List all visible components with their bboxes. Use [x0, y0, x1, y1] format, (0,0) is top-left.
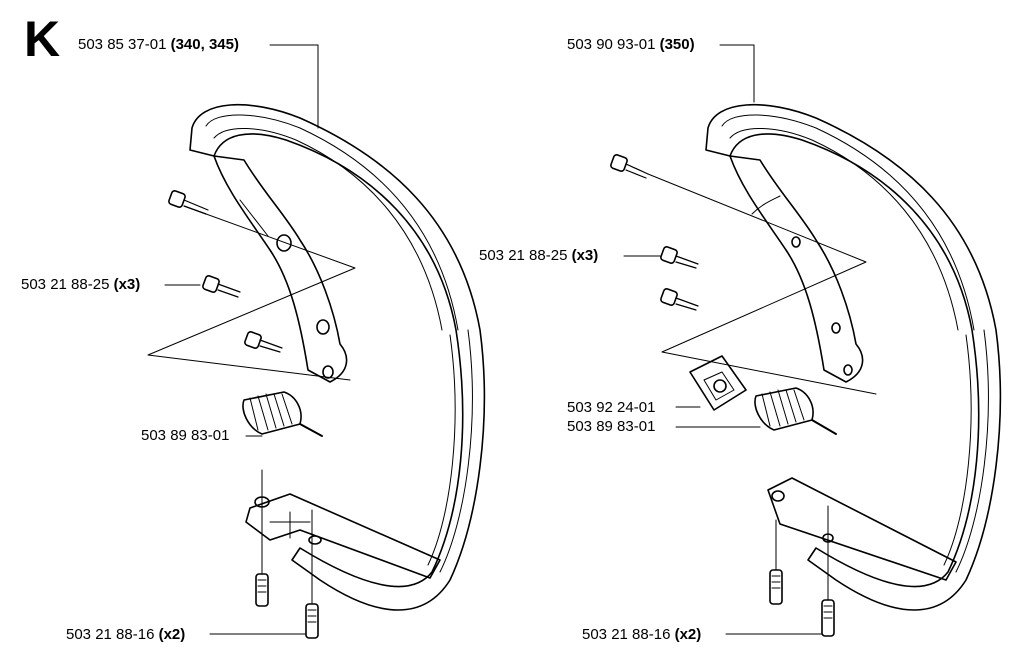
right-handle-bar [705, 103, 1002, 611]
left-screw-bottom-1 [255, 573, 269, 607]
callout-right-bracket: 503 92 24-01 [567, 399, 655, 416]
callout-right-screws-top: 503 21 88-25 (x3) [479, 247, 598, 264]
part-qualifier: (x2) [674, 626, 702, 643]
right-assembly [610, 44, 1002, 637]
right-leader-lines [623, 44, 877, 635]
callout-right-screws-bottom: 503 21 88-16 (x2) [582, 626, 701, 643]
left-screw-2 [202, 275, 241, 298]
callout-left-screws-bottom: 503 21 88-16 (x2) [66, 626, 185, 643]
part-number: 503 21 88-25 [21, 276, 110, 293]
part-qualifier: (350) [659, 36, 695, 53]
part-number: 503 89 83-01 [141, 427, 230, 444]
part-number: 503 21 88-16 [582, 626, 671, 643]
part-qualifier: (x2) [158, 626, 186, 643]
part-number: 503 85 37-01 [78, 36, 167, 53]
left-screw-bottom-2 [305, 603, 319, 639]
section-letter: K [24, 11, 61, 67]
callout-left-screws-top: 503 21 88-25 (x3) [21, 276, 140, 293]
right-screw-bottom-1 [769, 569, 783, 605]
callout-right-handle: 503 90 93-01 (350) [567, 36, 695, 53]
right-screw-2 [660, 246, 699, 269]
left-assembly [147, 44, 486, 639]
part-number: 503 92 24-01 [567, 399, 656, 416]
part-number: 503 89 83-01 [567, 418, 656, 435]
left-screw-3 [244, 331, 283, 353]
right-screw-bottom-2 [821, 599, 835, 637]
left-leader-lines [147, 44, 356, 635]
left-screw-1 [168, 190, 209, 215]
right-bracket [689, 355, 747, 411]
right-spring [754, 387, 837, 435]
callout-right-spring: 503 89 83-01 [567, 418, 655, 435]
callout-left-handle: 503 85 37-01 (340, 345) [78, 36, 239, 53]
right-screw-3 [660, 288, 699, 311]
part-number: 503 21 88-16 [66, 626, 155, 643]
right-screw-1 [610, 154, 649, 179]
left-handle-bar [189, 103, 486, 611]
part-number: 503 21 88-25 [479, 247, 568, 264]
part-qualifier: (x3) [571, 247, 599, 264]
part-qualifier: (x3) [113, 276, 141, 293]
callout-left-spring: 503 89 83-01 [141, 427, 229, 444]
part-number: 503 90 93-01 [567, 36, 656, 53]
left-spring [242, 391, 323, 437]
part-qualifier: (340, 345) [170, 36, 239, 53]
